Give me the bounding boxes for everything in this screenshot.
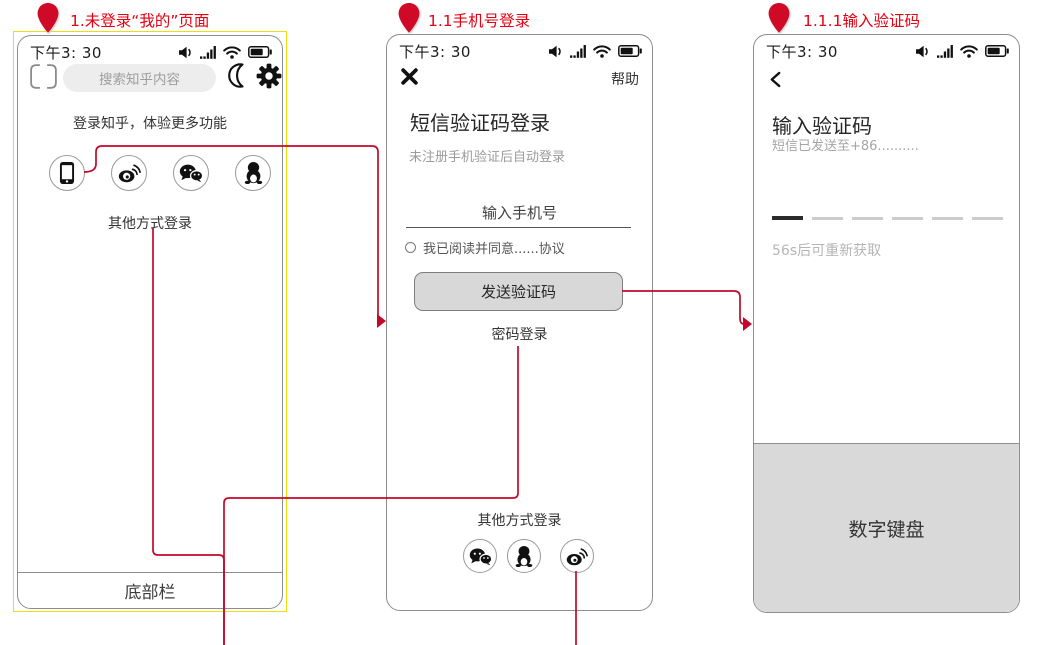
qq-icon <box>244 162 262 185</box>
help-link[interactable]: 帮助 <box>611 72 639 88</box>
battery-icon <box>985 45 1009 57</box>
wechat-icon <box>179 164 203 183</box>
scan-icon[interactable] <box>28 62 59 93</box>
agreement-text: 我已阅读并同意......协议 <box>423 242 565 257</box>
wifi-icon <box>593 44 611 58</box>
moon-icon[interactable] <box>224 61 250 90</box>
arrowhead-screen3 <box>743 317 752 331</box>
map-pin-icon <box>37 3 59 33</box>
page-subtitle: 短信已发送至+86.......... <box>772 139 919 154</box>
keyboard-label: 数字键盘 <box>848 518 925 541</box>
volume-icon <box>916 45 928 57</box>
gear-icon[interactable] <box>256 63 282 89</box>
status-bar: 下午3: 30 <box>30 42 272 62</box>
flow-label-3: 1.1.1输入验证码 <box>803 12 920 30</box>
flow-label-2: 1.1手机号登录 <box>428 12 531 30</box>
status-time: 下午3: 30 <box>30 43 102 62</box>
wifi-icon <box>960 44 978 58</box>
bottom-bar-label: 底部栏 <box>124 583 176 603</box>
phone-number-input[interactable]: 输入手机号 <box>481 204 557 222</box>
signal-icon <box>570 44 586 58</box>
other-login-link[interactable]: 其他方式登录 <box>108 216 192 232</box>
page-title: 短信验证码登录 <box>410 111 550 135</box>
volume-icon <box>179 46 191 58</box>
code-slot[interactable] <box>852 217 883 220</box>
back-icon[interactable] <box>769 71 782 88</box>
numeric-keyboard[interactable]: 数字键盘 <box>754 443 1019 612</box>
phone-screen-1: 下午3: 30 搜索知乎内容 登录知乎，体验更多功能 其他方式登录 底部栏 <box>17 35 283 609</box>
weibo-login-button[interactable] <box>111 155 147 191</box>
code-slot[interactable] <box>772 216 803 220</box>
code-slot[interactable] <box>972 217 1003 220</box>
agreement-row[interactable]: 我已阅读并同意......协议 <box>405 238 565 257</box>
send-code-label: 发送验证码 <box>480 283 556 301</box>
weibo-icon <box>118 164 141 183</box>
wifi-icon <box>223 45 241 59</box>
bottom-tab-bar: 底部栏 <box>18 572 282 608</box>
status-icons <box>178 45 272 59</box>
resend-countdown: 56s后可重新获取 <box>772 243 882 259</box>
send-code-button[interactable]: 发送验证码 <box>414 272 623 311</box>
login-headline: 登录知乎，体验更多功能 <box>73 116 227 132</box>
password-login-link[interactable]: 密码登录 <box>491 327 548 343</box>
code-slot[interactable] <box>812 217 843 220</box>
status-time: 下午3: 30 <box>766 42 838 61</box>
close-icon[interactable] <box>400 67 419 86</box>
other-login-label: 其他方式登录 <box>477 513 562 529</box>
qq-login-button[interactable] <box>507 539 541 573</box>
map-pin-icon <box>768 3 790 33</box>
arrowhead-screen2 <box>377 314 386 328</box>
signal-icon <box>937 44 953 58</box>
page-title: 输入验证码 <box>772 114 872 138</box>
weibo-login-button[interactable] <box>560 539 594 573</box>
phone-screen-3: 下午3: 30 输入验证码 短信已发送至+86.......... 56s后可重… <box>753 34 1020 613</box>
status-time: 下午3: 30 <box>399 42 471 61</box>
status-icons <box>915 44 1009 58</box>
status-bar: 下午3: 30 <box>766 41 1009 61</box>
battery-icon <box>618 45 642 57</box>
page-subtitle: 未注册手机验证后自动登录 <box>409 150 566 165</box>
search-placeholder: 搜索知乎内容 <box>99 72 180 88</box>
agreement-radio[interactable] <box>405 242 416 253</box>
status-icons <box>548 44 642 58</box>
code-slot[interactable] <box>932 217 963 220</box>
status-bar: 下午3: 30 <box>399 41 642 61</box>
qq-login-button[interactable] <box>235 155 271 191</box>
phone-screen-2: 下午3: 30 帮助 短信验证码登录 未注册手机验证后自动登录 输入手机号 我已… <box>386 34 653 611</box>
phone-icon <box>59 161 75 185</box>
battery-icon <box>248 46 272 58</box>
phone-login-button[interactable] <box>49 155 85 191</box>
weibo-icon <box>566 547 588 565</box>
wechat-icon <box>469 548 492 565</box>
wechat-login-button[interactable] <box>463 539 497 573</box>
qq-icon <box>515 545 533 567</box>
code-slot[interactable] <box>892 217 923 220</box>
map-pin-icon <box>398 3 420 33</box>
input-underline <box>406 227 631 228</box>
flow-label-1: 1.未登录“我的”页面 <box>70 12 210 30</box>
signal-icon <box>200 45 216 59</box>
code-input-slots[interactable] <box>772 215 1003 220</box>
volume-icon <box>549 45 561 57</box>
search-input[interactable]: 搜索知乎内容 <box>63 64 216 92</box>
wechat-login-button[interactable] <box>173 155 209 191</box>
